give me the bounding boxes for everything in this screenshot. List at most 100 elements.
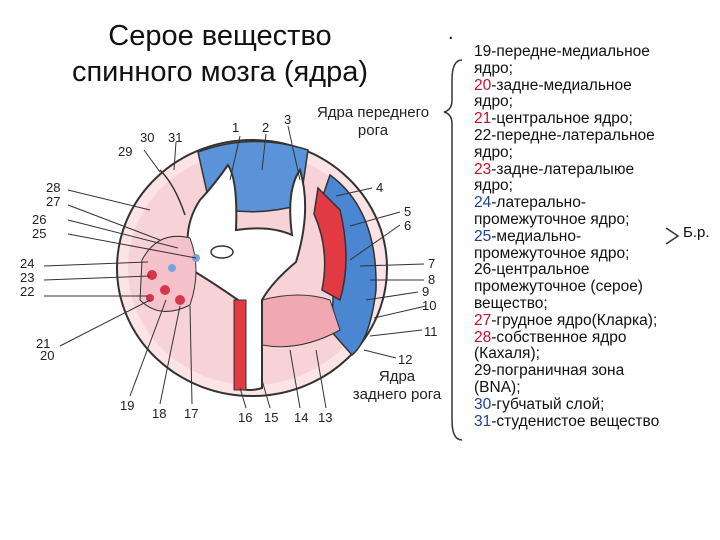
label-1: 1 [232,120,239,135]
legend-row: 22-передне-латеральное [474,126,716,145]
legend-text: 29-пограничная зона [474,362,625,380]
legend-row: 26-центральное [474,261,716,279]
nucleus-dot-4 [146,294,154,302]
legend-number: 30 [474,395,492,413]
posterior-horn-label: Ядра заднего рога [338,368,456,404]
legend-text: -задне-латералыюе [491,160,635,178]
posterior-label-line-2: заднего рога [352,386,442,403]
posterior-horn-edge [159,169,186,216]
label-3: 3 [284,112,291,127]
label-31: 31 [168,130,182,145]
legend-row: 23-задне-латералыюе [474,160,716,179]
legend-text: вещество; [474,294,548,312]
legend-row: 30-губчатый слой; [474,395,716,414]
label-8: 8 [428,272,435,287]
legend-text: -губчатый слой; [491,395,605,413]
label-28: 28 [46,180,60,195]
legend-number: 24 [474,194,492,212]
label-2: 2 [262,120,269,135]
title-line-2: спинного мозга (ядра) [71,56,369,88]
br-brace [665,227,680,245]
legend-row: ядро; [474,93,716,111]
legend-text: -передне-латеральное [491,126,655,144]
legend-row: ядро; [474,144,716,162]
legend-text: -медиально- [491,227,582,245]
label-13: 13 [318,410,332,425]
nucleus-dot-3 [175,295,185,305]
legend-text: -студенистое вещество [491,412,660,430]
central-canal [210,245,234,259]
legend-row: 24-латерально- [474,194,716,212]
label-20: 20 [40,348,54,363]
legend-text: -передне-медиальное [491,43,650,60]
legend-number: 31 [474,412,492,430]
anterior-label-line-2: рога [357,122,389,139]
legend-number: 23 [474,160,492,178]
posterior-red-column [233,299,247,391]
legend-number: 27 [474,311,492,329]
legend-row: (Кахаля); [474,345,716,363]
label-23: 23 [20,270,34,285]
legend-row: 21-центральное ядро; [474,110,716,128]
leader-lines [43,125,427,409]
legend-number: 25 [474,227,492,245]
legend-row: 28-собственное ядро [474,328,716,347]
legend-row: (BNA); [474,378,716,397]
label-18: 18 [152,406,166,421]
label-19: 19 [120,398,134,413]
nucleus-dot-1 [147,270,157,280]
br-label: Б.р. [683,224,710,241]
label-27: 27 [46,194,60,209]
legend-row: промежуточное (серое) [474,278,716,296]
posterior-label-line-1: Ядра [378,368,416,385]
label-11: 11 [424,324,438,339]
legend-number: 19 [474,43,492,60]
legend-text: -собственное ядро [491,328,627,346]
label-17: 17 [184,406,198,421]
legend-row: 20-задне-медиальное [474,77,716,95]
label-30: 30 [140,130,154,145]
title-line-1: Серое вещество [108,20,332,52]
legend-text: -латерально- [491,194,586,212]
label-16: 16 [238,410,252,425]
label-15: 15 [264,410,278,425]
legend-text: 26-центральное [474,261,590,279]
label-5: 5 [404,204,411,219]
legend-text: ядро; [474,59,513,77]
legend-text: (BNA); [474,378,521,396]
legend-text: промежуточное ядро; [474,210,630,228]
legend-number: 28 [474,328,492,346]
legend-row: ядро; [474,177,716,195]
label-7: 7 [428,256,435,271]
legend-row: 29-пограничная зона [474,362,716,380]
legend-row: 31-студенистое вещество [474,412,716,431]
nucleus-dot-2 [160,285,170,295]
legend-text: -центральное ядро; [491,110,633,128]
label-21: 21 [36,336,50,351]
legend-number: 22 [474,126,492,144]
label-9: 9 [422,284,429,299]
legend-text: промежуточное ядро; [474,244,630,262]
legend-row: 27-грудное ядро(Кларка); [474,311,716,330]
dot-mark: . [448,22,454,44]
legend-row: 25-медиально- [474,227,716,246]
label-22: 22 [20,284,34,299]
label-26: 26 [32,212,46,227]
label-29: 29 [118,144,132,159]
legend-row: ядро; [474,59,716,78]
slide-title: Серое вещество спинного мозга (ядра) [30,18,410,90]
legend-text: -грудное ядро(Кларка); [491,311,658,329]
legend-text: ядро; [474,177,513,195]
label-10: 10 [422,298,436,313]
label-14: 14 [294,410,308,425]
legend-row: промежуточное ядро; [474,244,716,263]
label-24: 24 [20,256,34,271]
anterior-label-line-1: Ядра переднего [316,104,430,121]
legend-text: промежуточное (серое) [474,278,643,296]
legend-text: ядро; [474,93,513,111]
legend-text: (Кахаля); [474,345,540,363]
label-6: 6 [404,218,411,233]
label-12: 12 [398,352,412,367]
